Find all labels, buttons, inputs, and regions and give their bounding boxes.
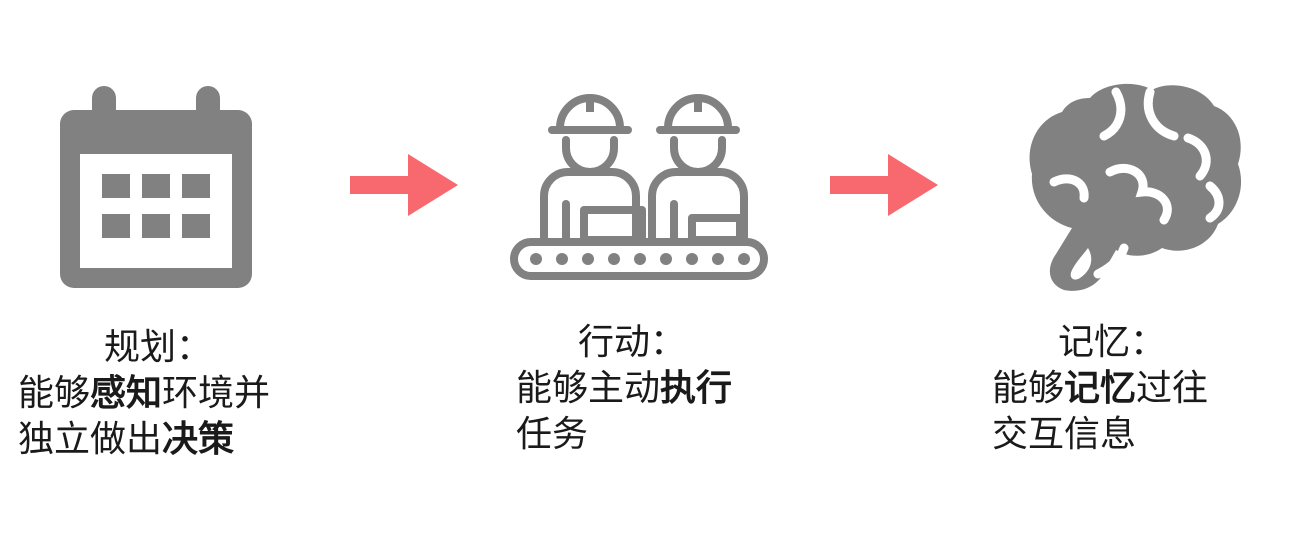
step-title: 行动：: [578, 322, 687, 363]
arrow-right-icon: [830, 154, 938, 216]
step-description-line: 独立做出决策: [18, 419, 235, 460]
step-caption-memory: 记忆： 能够记忆过往 交互信息: [992, 320, 1208, 458]
step-description-line: 交互信息: [992, 414, 1137, 455]
step-description-line: 能够主动执行: [516, 368, 733, 409]
step-description-line: 能够记忆过往: [992, 368, 1209, 409]
calendar-icon: [60, 86, 252, 288]
step-title: 规划：: [104, 327, 213, 368]
conveyor-workers-icon: [510, 94, 768, 280]
step-caption-action: 行动： 能够主动执行 任务: [516, 320, 732, 458]
step-description-line: 能够感知环境并: [18, 373, 271, 414]
step-caption-planning: 规划： 能够感知环境并 独立做出决策: [18, 325, 270, 463]
step-description-line: 任务: [516, 414, 589, 455]
brain-icon: [1029, 83, 1242, 291]
step-title: 记忆：: [1058, 322, 1167, 363]
arrow-right-icon: [350, 154, 458, 216]
